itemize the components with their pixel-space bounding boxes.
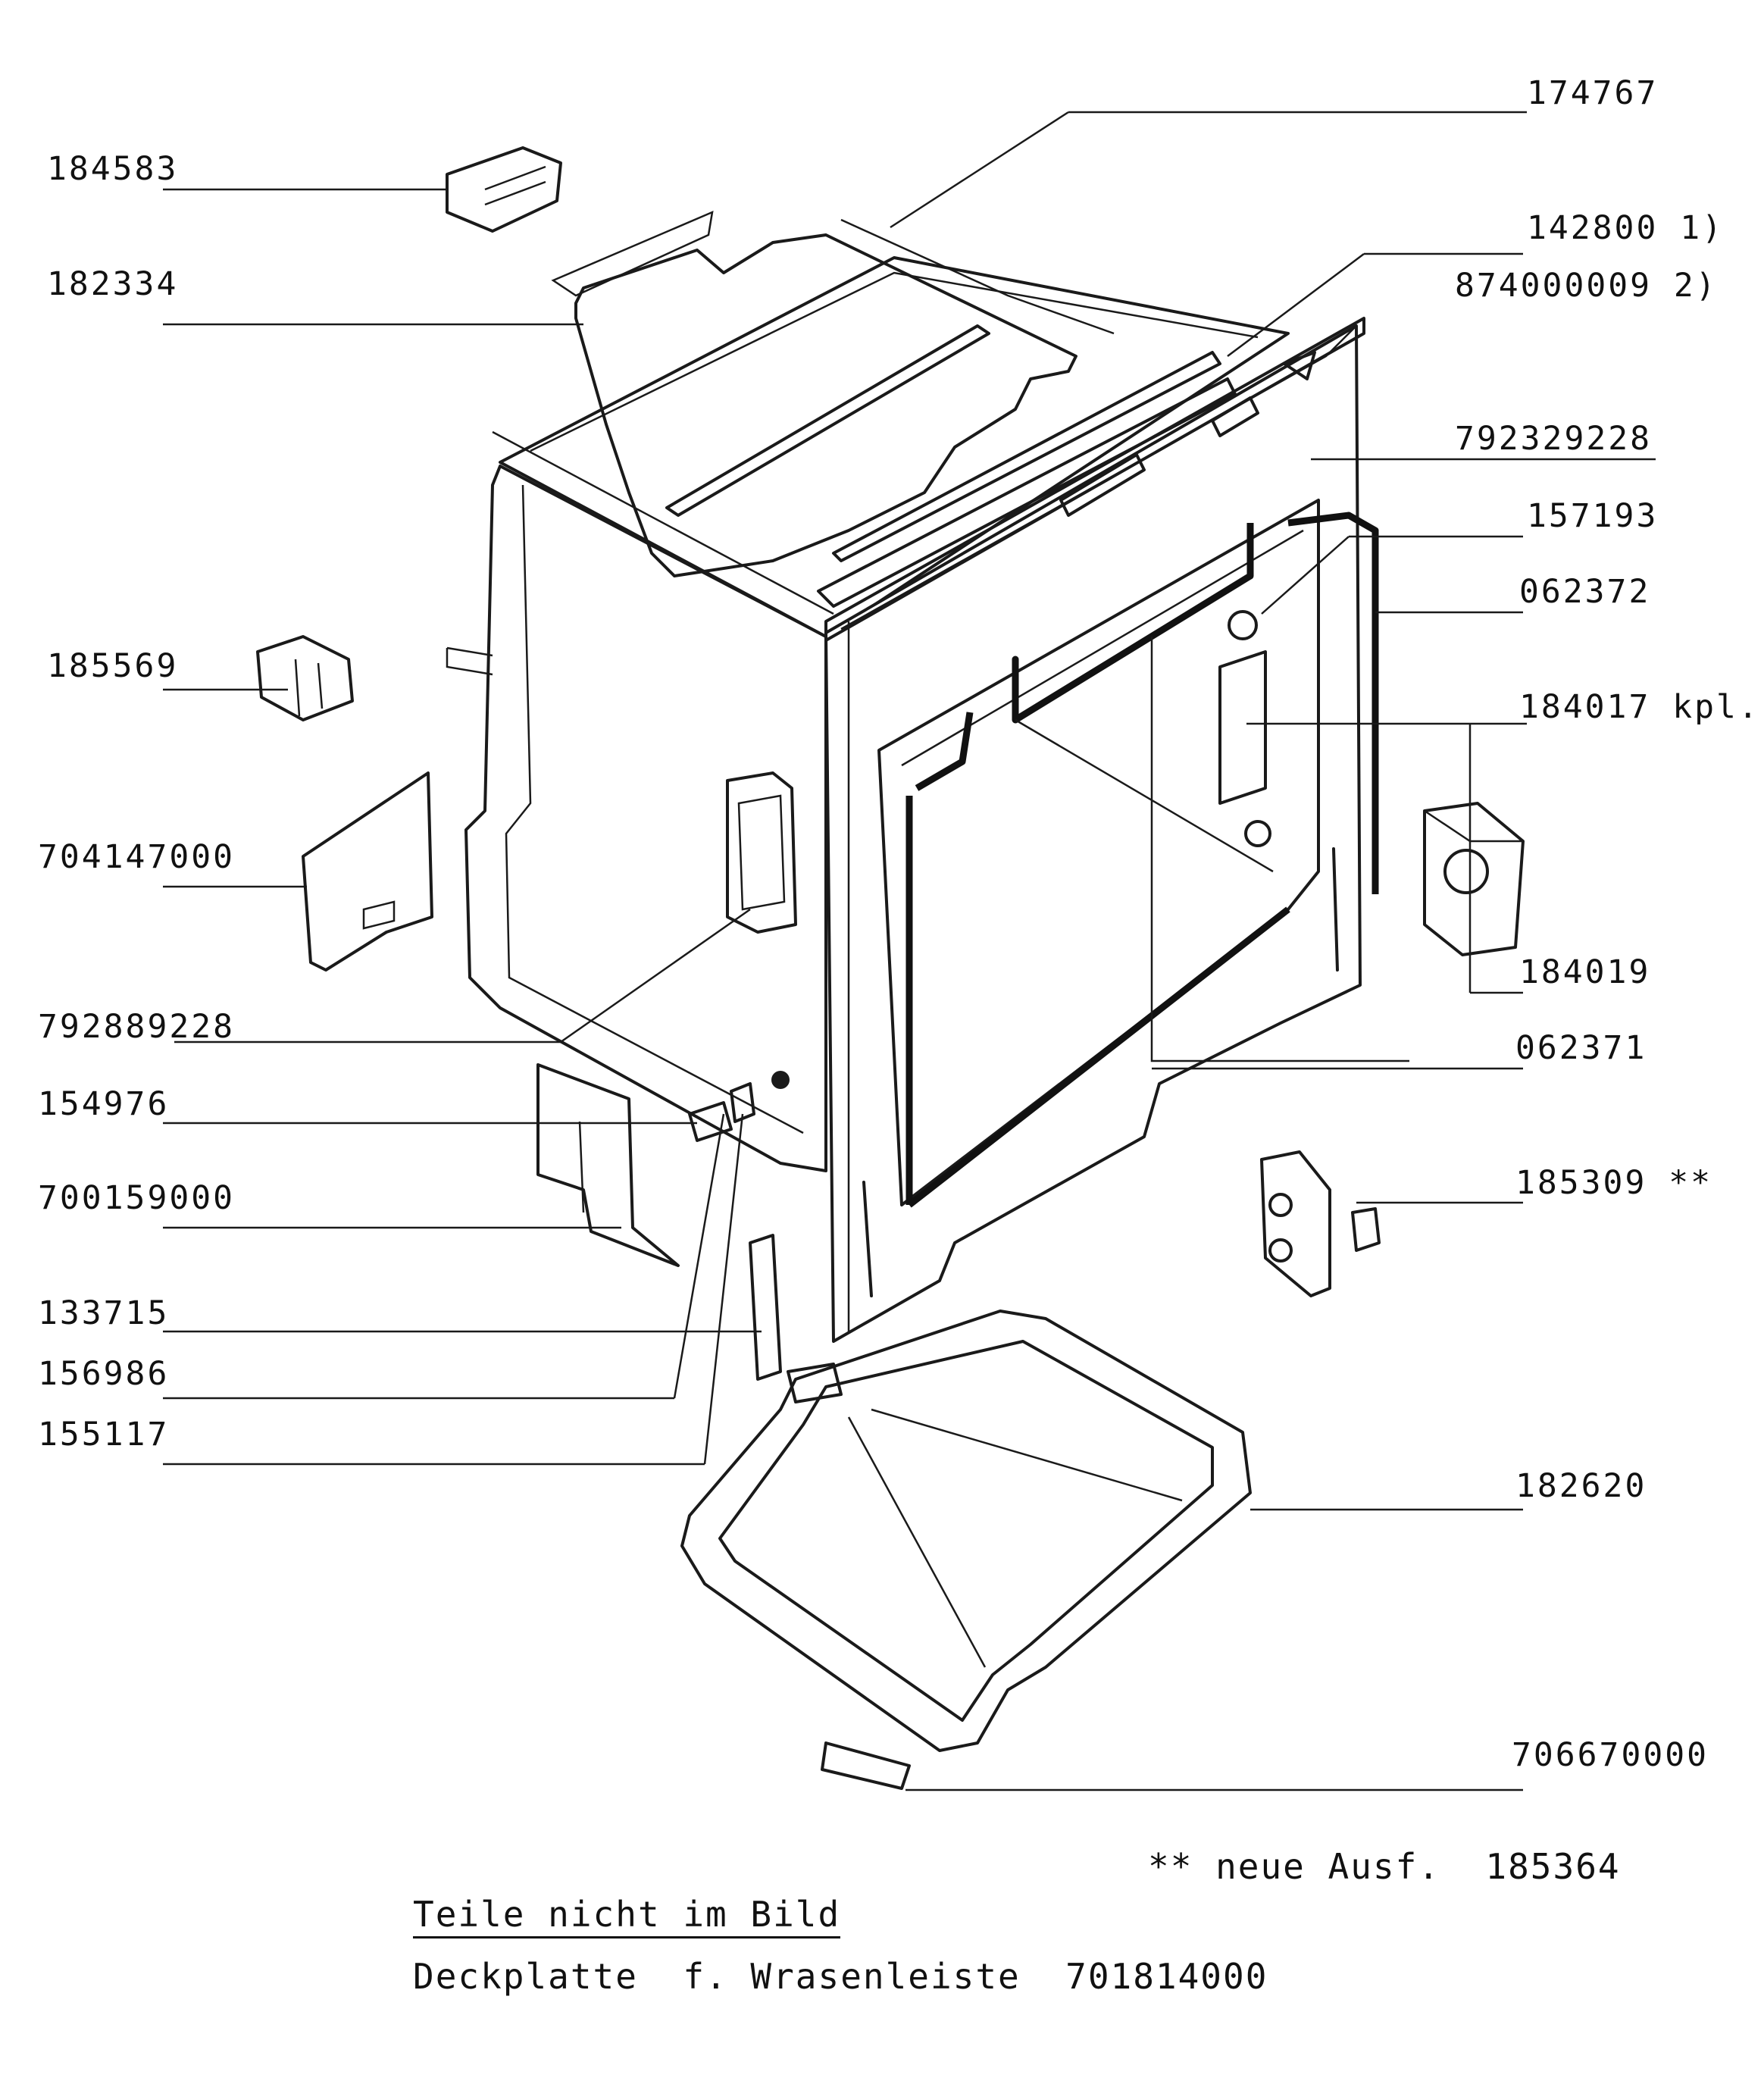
label-184019: 184019 (1519, 953, 1651, 991)
part-133715-shape (749, 1234, 782, 1381)
part-706670000-shape (821, 1741, 911, 1790)
label-062371: 062371 (1515, 1029, 1647, 1067)
label-157193: 157193 (1527, 497, 1659, 535)
label-174767: 174767 (1527, 74, 1659, 112)
label-182334: 182334 (47, 265, 179, 303)
part-704147000-shape (302, 771, 433, 972)
part-700159000-shape (536, 1063, 680, 1267)
label-142800: 142800 1) (1527, 209, 1724, 247)
note-not-pictured-heading: Teile nicht im Bild (413, 1897, 841, 1938)
label-874000009: 874000009 2) (1455, 267, 1718, 305)
label-185569: 185569 (47, 647, 179, 685)
note-new-version: ** neue Ausf. 185364 (1148, 1846, 1621, 1887)
label-156986: 156986 (38, 1355, 170, 1393)
part-185309-shape (1260, 1150, 1381, 1297)
label-704147000: 704147000 (38, 838, 235, 876)
label-133715: 133715 (38, 1294, 170, 1332)
label-792889228: 792889228 (38, 1008, 235, 1046)
leader-lines (163, 111, 1656, 1791)
label-062372: 062372 (1519, 573, 1651, 611)
label-185309: 185309 ** (1515, 1164, 1712, 1202)
label-184017: 184017 kpl. (1519, 688, 1760, 726)
label-792329228: 792329228 (1455, 420, 1652, 458)
part-792889228-shape (726, 771, 797, 934)
oven-front-frame (771, 317, 1409, 1343)
label-184583: 184583 (47, 150, 179, 188)
note-not-pictured-item: Deckplatte f. Wrasenleiste 701814000 (413, 1956, 1268, 1997)
part-154976-shape (688, 1082, 755, 1142)
part-185569-shape (256, 635, 354, 721)
bottom-heating-element (680, 1310, 1252, 1752)
oven-top-panel (499, 256, 1290, 638)
label-700159000: 700159000 (38, 1179, 235, 1217)
label-155117: 155117 (38, 1416, 170, 1453)
label-706670000: 706670000 (1512, 1736, 1709, 1774)
oven-side-wall (446, 465, 827, 1172)
label-182620: 182620 (1515, 1467, 1647, 1505)
label-154976: 154976 (38, 1085, 170, 1123)
top-heating-element (492, 210, 1115, 615)
part-184017-shape (1423, 802, 1525, 956)
part-184583-shape (446, 146, 562, 233)
